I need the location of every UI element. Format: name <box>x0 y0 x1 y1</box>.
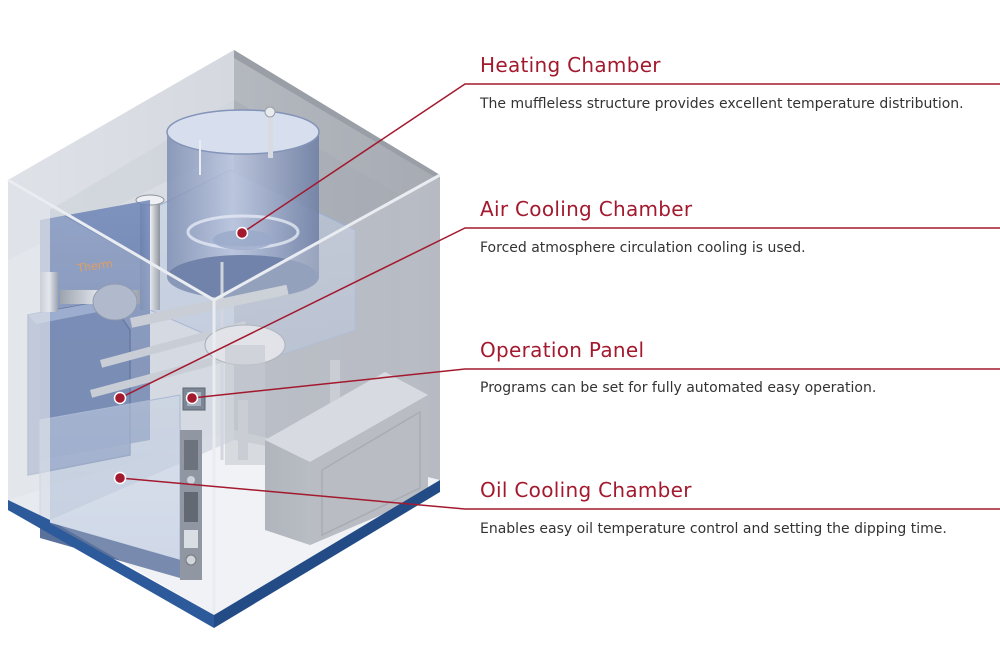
callout-dots <box>113 226 249 485</box>
piping <box>40 272 340 465</box>
oil-cooling-chamber-title: Oil Cooling Chamber <box>480 478 692 502</box>
enclosure-front <box>7 173 441 615</box>
brand-text: Therm <box>76 257 114 275</box>
heating-chamber-description: The muffleless structure provides excell… <box>480 96 964 112</box>
base-plinth <box>8 480 440 628</box>
callout-lines <box>119 83 1000 510</box>
operation-panel-unit <box>180 387 206 580</box>
oil-cooling-chamber-description: Enables easy oil temperature control and… <box>480 521 947 537</box>
heating-chamber-title: Heating Chamber <box>480 53 661 77</box>
air-cooling-chamber-description: Forced atmosphere circulation cooling is… <box>480 240 806 256</box>
air-cooling-chamber-title: Air Cooling Chamber <box>480 197 693 221</box>
operation-panel-description: Programs can be set for fully automated … <box>480 380 877 396</box>
operation-panel-title: Operation Panel <box>480 338 645 362</box>
heating-chamber <box>166 106 320 460</box>
